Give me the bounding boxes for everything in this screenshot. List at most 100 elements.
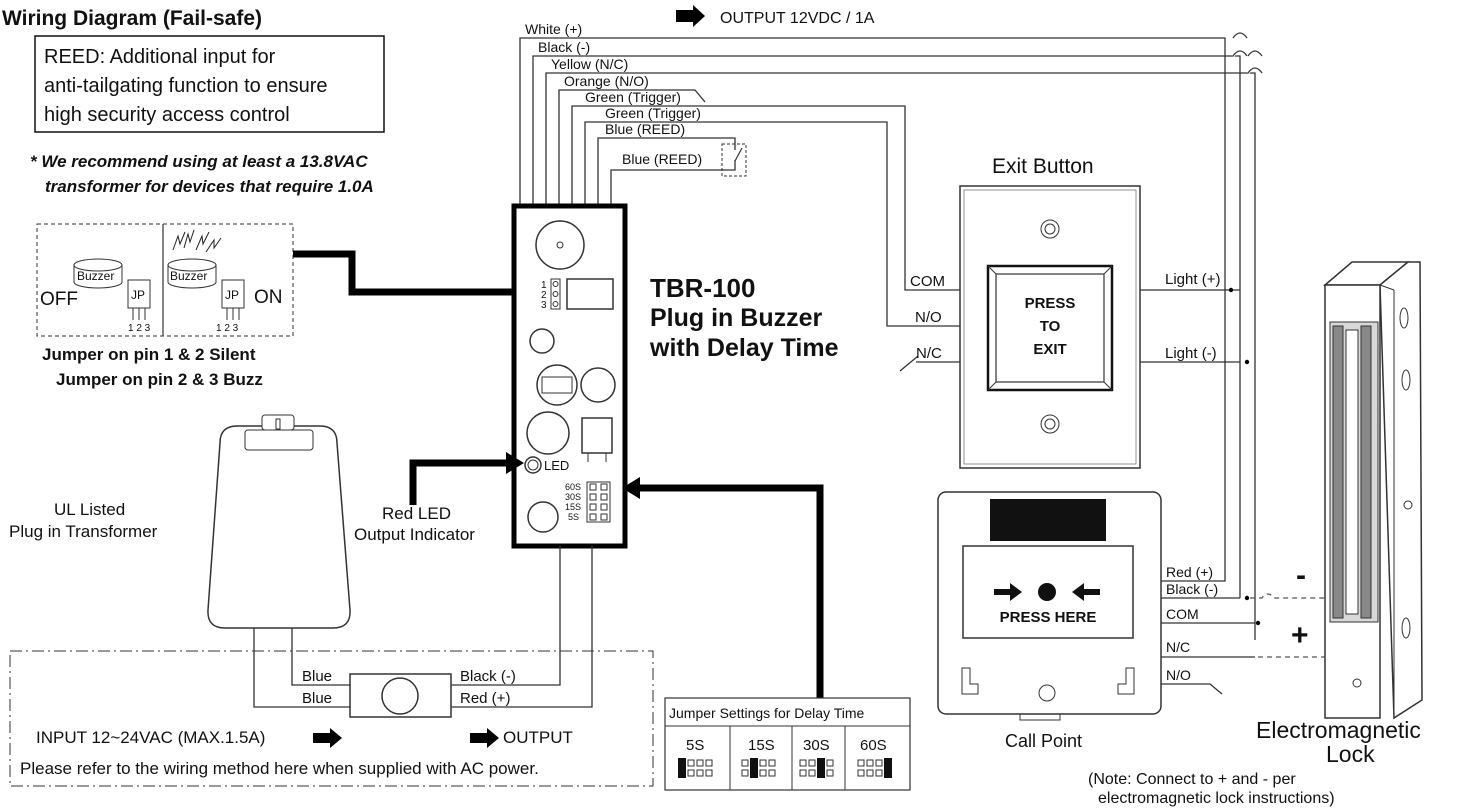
lock-minus-wire [1250,593,1340,599]
exit-nc-label: N/C [916,345,942,362]
led-pointer-line [409,459,510,505]
delay-label-15s: 15S [565,502,581,512]
wire-orange [558,89,706,205]
wire-label-green-2: Green (Trigger) [605,105,701,121]
call-press-here: PRESS HERE [1000,609,1097,626]
wire-label-orange: Orange (N/O) [564,73,649,89]
call-com-label: COM [1166,606,1199,622]
device-relay [566,278,614,310]
pins-off-text: 1 2 3 [128,323,151,334]
exit-face-press: PRESS [1025,295,1076,312]
delay-label-30s: 30S [565,492,581,502]
wire-label-white: White (+) [525,21,582,37]
lock-label-1: Electromagnetic [1256,717,1421,743]
wire-white [519,37,1226,295]
jumper-caption-2: Jumper on pin 2 & 3 Buzz [56,370,263,389]
ac-blue-label-2: Blue [302,690,332,707]
recommend-line-1: * We recommend using at least a 13.8VAC [30,152,368,171]
buzzer-off-label: OFF [40,289,78,310]
wire-label-yellow: Yellow (N/C) [551,56,628,72]
reed-note-line-1: REED: Additional input for [44,46,276,68]
call-black-label: Black (-) [1166,581,1218,597]
buzzer-on-label: ON [254,287,283,308]
jumper-caption-1: Jumper on pin 1 & 2 Silent [42,345,256,364]
exit-nc-wire [899,355,960,372]
call-arrow-left-icon [1072,583,1100,601]
delay-label-5s: 5S [568,512,579,522]
jp-off-text: JP [131,288,145,302]
wire-label-blue-2: Blue (REED) [622,151,702,167]
exit-light-minus-label: Light (-) [1165,345,1217,362]
jumper-option-5s: 5S [686,737,704,754]
exit-button-plate [959,185,1141,469]
wire-ac-blue-2 [253,628,350,708]
ac-note: Please refer to the wiring method here w… [20,759,539,778]
call-red-label: Red (+) [1166,564,1213,580]
pins-on-text: 1 2 3 [216,323,239,334]
jumper-option-60s: 60S [860,737,887,754]
electromagnetic-lock-icon [1322,261,1423,720]
lock-note-1: (Note: Connect to + and - per [1088,771,1296,788]
led-pointer-arrow-icon [506,452,524,474]
transformer-label-1: UL Listed [54,500,125,519]
buzz-sound-icon [172,229,222,253]
exit-face-exit: EXIT [1033,341,1066,358]
red-led-label-2: Output Indicator [354,525,475,544]
reed-note-box [34,35,385,133]
lock-plus-label: + [1291,619,1309,652]
wire-ac-black [451,546,561,686]
buzzer-jumper-illustration: OFF ON Buzzer JP 1 2 3 Buzzer JP 1 2 3 [36,223,294,337]
jp-on-text: JP [225,288,239,302]
ac-wiring-box [9,650,654,787]
transformer-icon [207,414,351,629]
diagram-title: Wiring Diagram (Fail-safe) [2,7,262,30]
tbr100-device: 1 2 3 LED 60S 30S 15S 5S [511,203,628,549]
wire-label-blue-1: Blue (REED) [605,121,685,137]
jumper-settings-title: Jumper Settings for Delay Time [669,705,865,721]
jumper-pointer-line [293,250,525,296]
recommend-line-2: transformer for devices that require 1.0… [45,177,374,196]
ac-output-label: OUTPUT [503,728,573,747]
exit-no-label: N/O [915,309,942,326]
delay-label-60s: 60S [565,482,581,492]
device-pin-1: 1 [541,280,547,291]
wire-bundle [519,37,1256,640]
call-header-1: EMERGENCY [1009,506,1086,520]
exit-face-to: TO [1040,318,1061,335]
wire-label-black: Black (-) [538,39,590,55]
ac-input-arrow-icon [313,728,342,748]
buzzer-off-text: Buzzer [77,269,114,283]
reed-note-line-2: anti-tailgating function to ensure [44,75,328,97]
reed-note-line-3: high security access control [44,104,290,126]
wire-blue-reed-1 [597,137,736,205]
wire-ac-red [451,546,593,708]
exit-light-plus-label: Light (+) [1165,271,1220,288]
ac-output-arrow-icon [470,728,499,748]
exit-button-title: Exit Button [992,155,1094,178]
call-no-wire [1161,683,1223,695]
wire-black [532,55,1241,598]
call-point-label: Call Point [1005,731,1082,751]
device-name: TBR-100 [650,273,755,303]
call-red-wire [1161,295,1226,582]
red-led-label-1: Red LED [382,504,451,523]
output-12vdc-label: OUTPUT 12VDC / 1A [720,10,875,27]
device-led-label: LED [544,458,569,473]
output-arrow-icon [676,5,705,27]
lock-minus-label: - [1296,559,1306,592]
buzzer-on-text: Buzzer [170,269,207,283]
device-pin-3: 3 [541,300,547,311]
delay-pointer-line [638,484,824,698]
device-pin-2: 2 [541,290,547,301]
call-no-label: N/O [1166,667,1191,683]
jumper-settings-table: Jumper Settings for Delay Time 5S 15S 30… [664,697,911,791]
wire-green-1 [571,105,960,291]
call-point-device [937,491,1162,721]
lock-label-2: Lock [1326,741,1375,767]
wire-ac-blue-1 [291,628,350,686]
ac-blue-label-1: Blue [302,668,332,685]
ac-input-label: INPUT 12~24VAC (MAX.1.5A) [36,728,265,747]
rectifier-icon [349,673,452,718]
jumper-option-15s: 15S [748,737,775,754]
